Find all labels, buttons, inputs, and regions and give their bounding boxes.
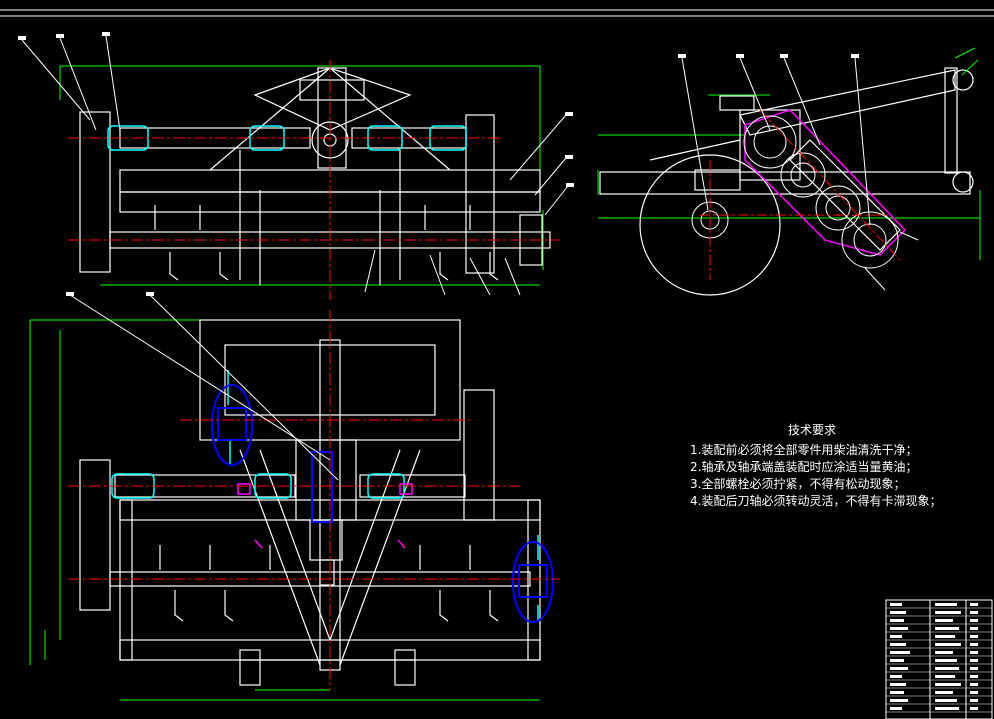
- technical-requirements-title: 技术要求: [788, 423, 837, 437]
- top-view: [29, 292, 560, 701]
- title-block: [885, 599, 993, 719]
- requirement-item: 2.轴承及轴承端盖装配时应涂适当量黄油；: [690, 460, 918, 474]
- requirement-item: 1.装配前必须将全部零件用柴油清洗干净；: [690, 443, 918, 457]
- technical-requirements: 技术要求 1.装配前必须将全部零件用柴油清洗干净； 2.轴承及轴承端盖装配时应涂…: [690, 422, 941, 510]
- side-view: [597, 47, 981, 296]
- title-block-entries: [890, 603, 978, 710]
- front-view: [18, 32, 574, 300]
- requirement-item: 3.全部螺栓必须拧紧，不得有松动现象；: [690, 477, 906, 491]
- requirement-item: 4.装配后刀轴必须转动灵活，不得有卡滞现象；: [690, 494, 942, 508]
- drawing-border: [0, 9, 994, 17]
